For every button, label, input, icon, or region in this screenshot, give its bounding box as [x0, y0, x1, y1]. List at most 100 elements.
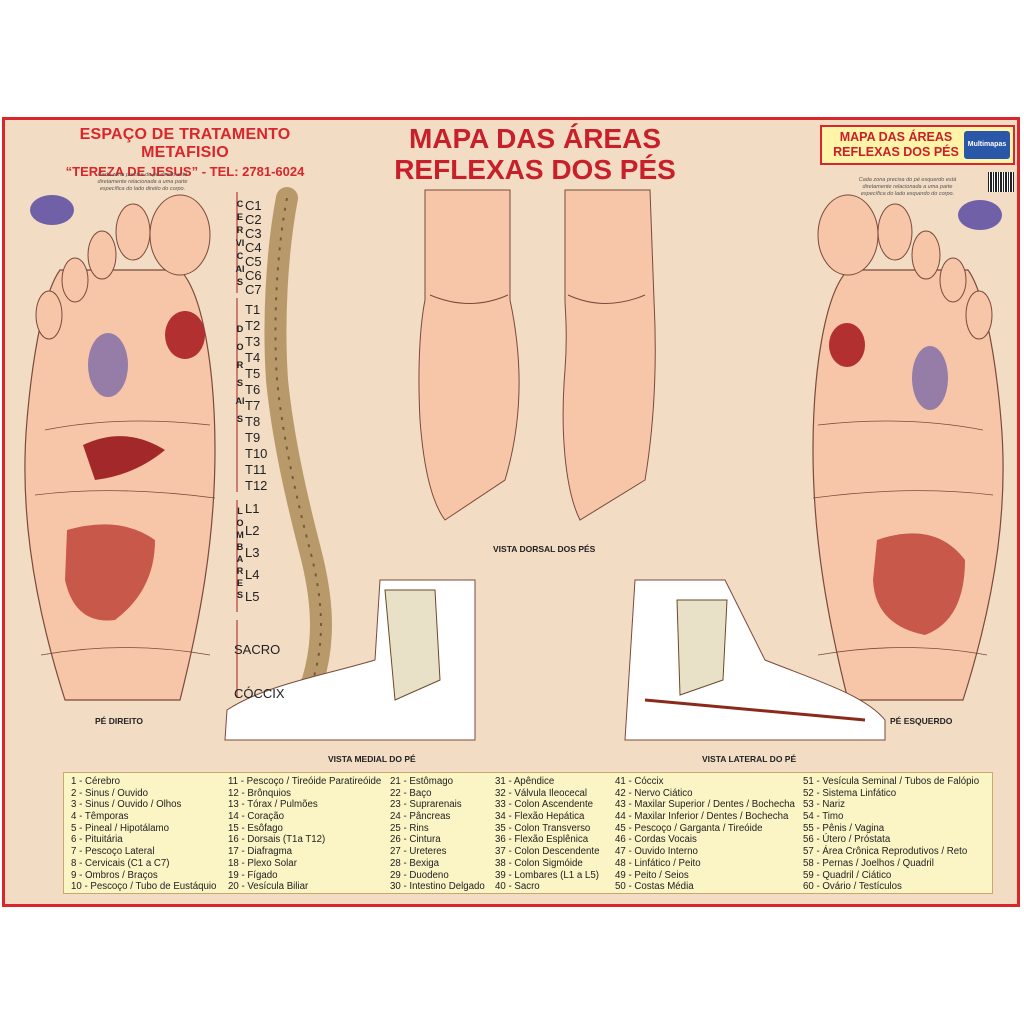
legend-item: 9 - Ombros / Braços [71, 869, 158, 881]
legend-item: 23 - Suprarenais [390, 799, 462, 811]
segment-label: T11 [245, 462, 267, 477]
segment-label: T10 [245, 446, 268, 461]
legend-item: 30 - Intestino Delgado [390, 881, 485, 893]
segment-label: T2 [245, 318, 261, 333]
legend-item: 54 - Timo [803, 811, 844, 823]
segment-label: L3 [245, 545, 260, 560]
legend-item: 18 - Plexo Solar [228, 857, 297, 869]
left-foot-caption: PÉ ESQUERDO [890, 716, 953, 726]
legend-item: 59 - Quadril / Ciático [803, 869, 892, 881]
barcode [988, 172, 1014, 192]
legend-item: 44 - Maxilar Inferior / Dentes / Bochech… [615, 811, 789, 823]
segment-label: T3 [245, 334, 261, 349]
legend-item: 5 - Pineal / Hipotálamo [71, 822, 170, 834]
legend-item: 32 - Válvula Ileocecal [495, 787, 588, 799]
legend-item: 6 - Pituitária [71, 834, 123, 846]
legend-item: 10 - Pescoço / Tubo de Eustáquio [71, 881, 217, 893]
legend-item: 37 - Colon Descendente [495, 846, 600, 858]
legend-column-5: 41 - Cóccix 42 - Nervo Ciático 43 - Maxi… [615, 776, 795, 893]
legend-column-6: 51 - Vesícula Seminal / Tubos de Falópio… [803, 776, 979, 893]
segment-label: T5 [245, 366, 261, 381]
right-foot-caption: PÉ DIREITO [95, 716, 144, 726]
legend-item: 19 - Fígado [228, 869, 278, 881]
clinic-header: ESPAÇO DE TRATAMENTO METAFISIO “TEREZA D… [35, 126, 335, 179]
side-views [224, 579, 886, 741]
legend-item: 57 - Área Crônica Reprodutivos / Reto [803, 846, 968, 858]
legend-item: 53 - Nariz [803, 799, 845, 811]
legend-item: 47 - Ouvido Interno [615, 846, 698, 858]
legend-item: 24 - Pâncreas [390, 811, 451, 823]
legend-column-3: 21 - Estômago 22 - Baço 23 - Suprarenais… [390, 776, 485, 893]
page-title: MAPA DAS ÁREAS REFLEXAS DOS PÉS [365, 123, 705, 185]
segment-label: C6 [245, 268, 262, 283]
legend-item: 21 - Estômago [390, 776, 454, 787]
segment-label: L5 [245, 589, 260, 604]
segment-label: L1 [245, 501, 260, 516]
right-foot-sole [24, 194, 216, 701]
segment-label: C3 [245, 226, 262, 241]
segment-label: C4 [245, 240, 262, 255]
badge-line-1: MAPA DAS ÁREAS [839, 130, 953, 144]
title-line-2: REFLEXAS DOS PÉS [394, 154, 676, 185]
legend-item: 12 - Brônquios [228, 787, 292, 799]
legend-item: 42 - Nervo Ciático [615, 787, 693, 799]
reflexology-illustration [24, 187, 1004, 741]
legend-item: 27 - Ureteres [390, 846, 447, 858]
segment-label: T9 [245, 430, 261, 445]
coccix-label: CÓCCIX [234, 686, 285, 701]
legend-item: 48 - Linfático / Peito [615, 857, 701, 869]
legend-item: 3 - Sinus / Ouvido / Olhos [71, 799, 182, 811]
legend-item: 35 - Colon Transverso [495, 822, 591, 834]
legend-item: 22 - Baço [390, 787, 432, 799]
spine-illustration [264, 187, 332, 713]
legend-item: 60 - Ovário / Testículos [803, 881, 902, 893]
segment-label: T8 [245, 414, 261, 429]
legend-item: 38 - Colon Sigmóide [495, 857, 583, 869]
legend-item: 13 - Tórax / Pulmões [228, 799, 318, 811]
segment-label: C2 [245, 212, 262, 227]
reflexology-poster: ESPAÇO DE TRATAMENTO METAFISIO “TEREZA D… [2, 117, 1020, 907]
legend-item: 25 - Rins [390, 822, 429, 834]
lateral-view-caption: VISTA LATERAL DO PÉ [702, 754, 797, 764]
legend-item: 7 - Pescoço Lateral [71, 846, 155, 858]
right-foot-note: Cada zona precisa do pé direito está dir… [97, 172, 188, 192]
legend-item: 16 - Dorsais (T1a T12) [228, 834, 326, 846]
legend-item: 29 - Duodeno [390, 869, 449, 881]
clinic-name: ESPAÇO DE TRATAMENTO METAFISIO [79, 126, 291, 161]
legend-item: 51 - Vesícula Seminal / Tubos de Falópio [803, 776, 980, 787]
legend-item: 56 - Útero / Próstata [803, 834, 891, 846]
legend-item: 43 - Maxilar Superior / Dentes / Bochech… [615, 799, 795, 811]
dorsal-group-label: DORSAIS [235, 324, 245, 424]
legend-item: 15 - Esôfago [228, 822, 283, 834]
badge-line-2: REFLEXAS DOS PÉS [833, 145, 959, 159]
sacro-label: SACRO [234, 642, 281, 657]
legend-item: 39 - Lombares (L1 a L5) [495, 869, 599, 881]
legend-item: 8 - Cervicais (C1 a C7) [71, 857, 170, 869]
segment-label: L4 [245, 567, 260, 582]
title-line-1: MAPA DAS ÁREAS [408, 123, 661, 154]
legend-item: 31 - Apêndice [495, 776, 555, 787]
legend-item: 4 - Têmporas [71, 811, 129, 823]
dorsal-view-caption: VISTA DORSAL DOS PÉS [493, 544, 596, 554]
lumbar-group-label: LOMBARES [236, 506, 244, 600]
left-foot-sole [812, 194, 1004, 701]
brand-logo: Multimapas [964, 131, 1010, 159]
legend-item: 50 - Costas Média [615, 881, 694, 893]
legend-item: 17 - Diafragma [228, 846, 293, 858]
cervical-group-label: CERVICAIS [235, 199, 245, 287]
segment-label: T6 [245, 382, 261, 397]
segment-label: T12 [245, 478, 268, 493]
dorsal-feet [418, 189, 656, 521]
legend-item: 33 - Colon Ascendente [495, 799, 594, 811]
left-foot-note: Cada zona precisa do pé esquerdo está di… [858, 177, 957, 197]
legend-item: 34 - Flexão Hepática [495, 811, 585, 823]
legend-item: 2 - Sinus / Ouvido [71, 787, 148, 799]
segment-label: C1 [245, 198, 262, 213]
legend-column-1: 1 - Cérebro 2 - Sinus / Ouvido 3 - Sinus… [71, 776, 216, 893]
legend-item: 45 - Pescoço / Garganta / Tireóide [615, 822, 763, 834]
segment-label: C7 [245, 282, 262, 297]
legend-item: 20 - Vesícula Biliar [228, 881, 309, 893]
legend-item: 11 - Pescoço / Tireóide Paratireóide [228, 776, 382, 787]
legend-item: 49 - Peito / Seios [615, 869, 689, 881]
clinic-contact: “TEREZA DE JESUS” - TEL: 2781-6024 [65, 164, 305, 179]
